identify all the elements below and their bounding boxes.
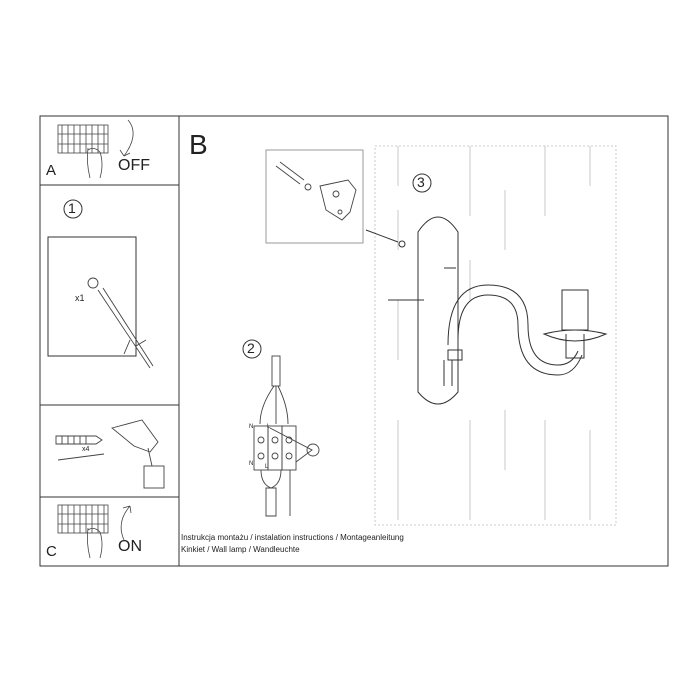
footer-subtitle: Kinkiet / Wall lamp / Wandleuchte <box>181 545 300 554</box>
step-3-circle <box>412 173 432 193</box>
section-a-letter: A <box>46 162 57 179</box>
bracket-box <box>265 149 364 244</box>
terminal-l-bottom: L <box>265 464 269 470</box>
wall-lamp-drawing <box>365 216 608 405</box>
wall-panel <box>374 145 617 526</box>
wiring-terminal-block <box>253 355 320 517</box>
on-label: ON <box>118 538 142 555</box>
footer-title: Instrukcja montażu / instalation instruc… <box>181 533 404 542</box>
step-1-circle <box>63 199 83 219</box>
section-b-letter: B <box>189 129 208 160</box>
off-label: OFF <box>118 157 150 174</box>
terminal-n-top: N <box>249 424 254 430</box>
drill-quantity: x4 <box>82 446 90 453</box>
breaker-panel-off-icon <box>57 119 134 179</box>
terminal-l-top: L <box>267 424 271 430</box>
step-2-circle <box>242 339 262 359</box>
wall-plug-icon <box>87 277 154 369</box>
step-1-number: 1 <box>68 200 76 216</box>
wall-box <box>47 236 137 357</box>
step-2-number: 2 <box>247 340 255 356</box>
breaker-panel-on-icon <box>57 504 132 559</box>
plug-quantity: x1 <box>75 293 85 303</box>
terminal-n-bottom: N <box>249 461 254 467</box>
section-c-letter: C <box>46 543 57 560</box>
step-3-number: 3 <box>417 174 425 190</box>
drill-and-plugs-icon <box>55 419 165 489</box>
outer-frame <box>39 115 669 567</box>
mounting-bracket-icon <box>275 161 357 221</box>
